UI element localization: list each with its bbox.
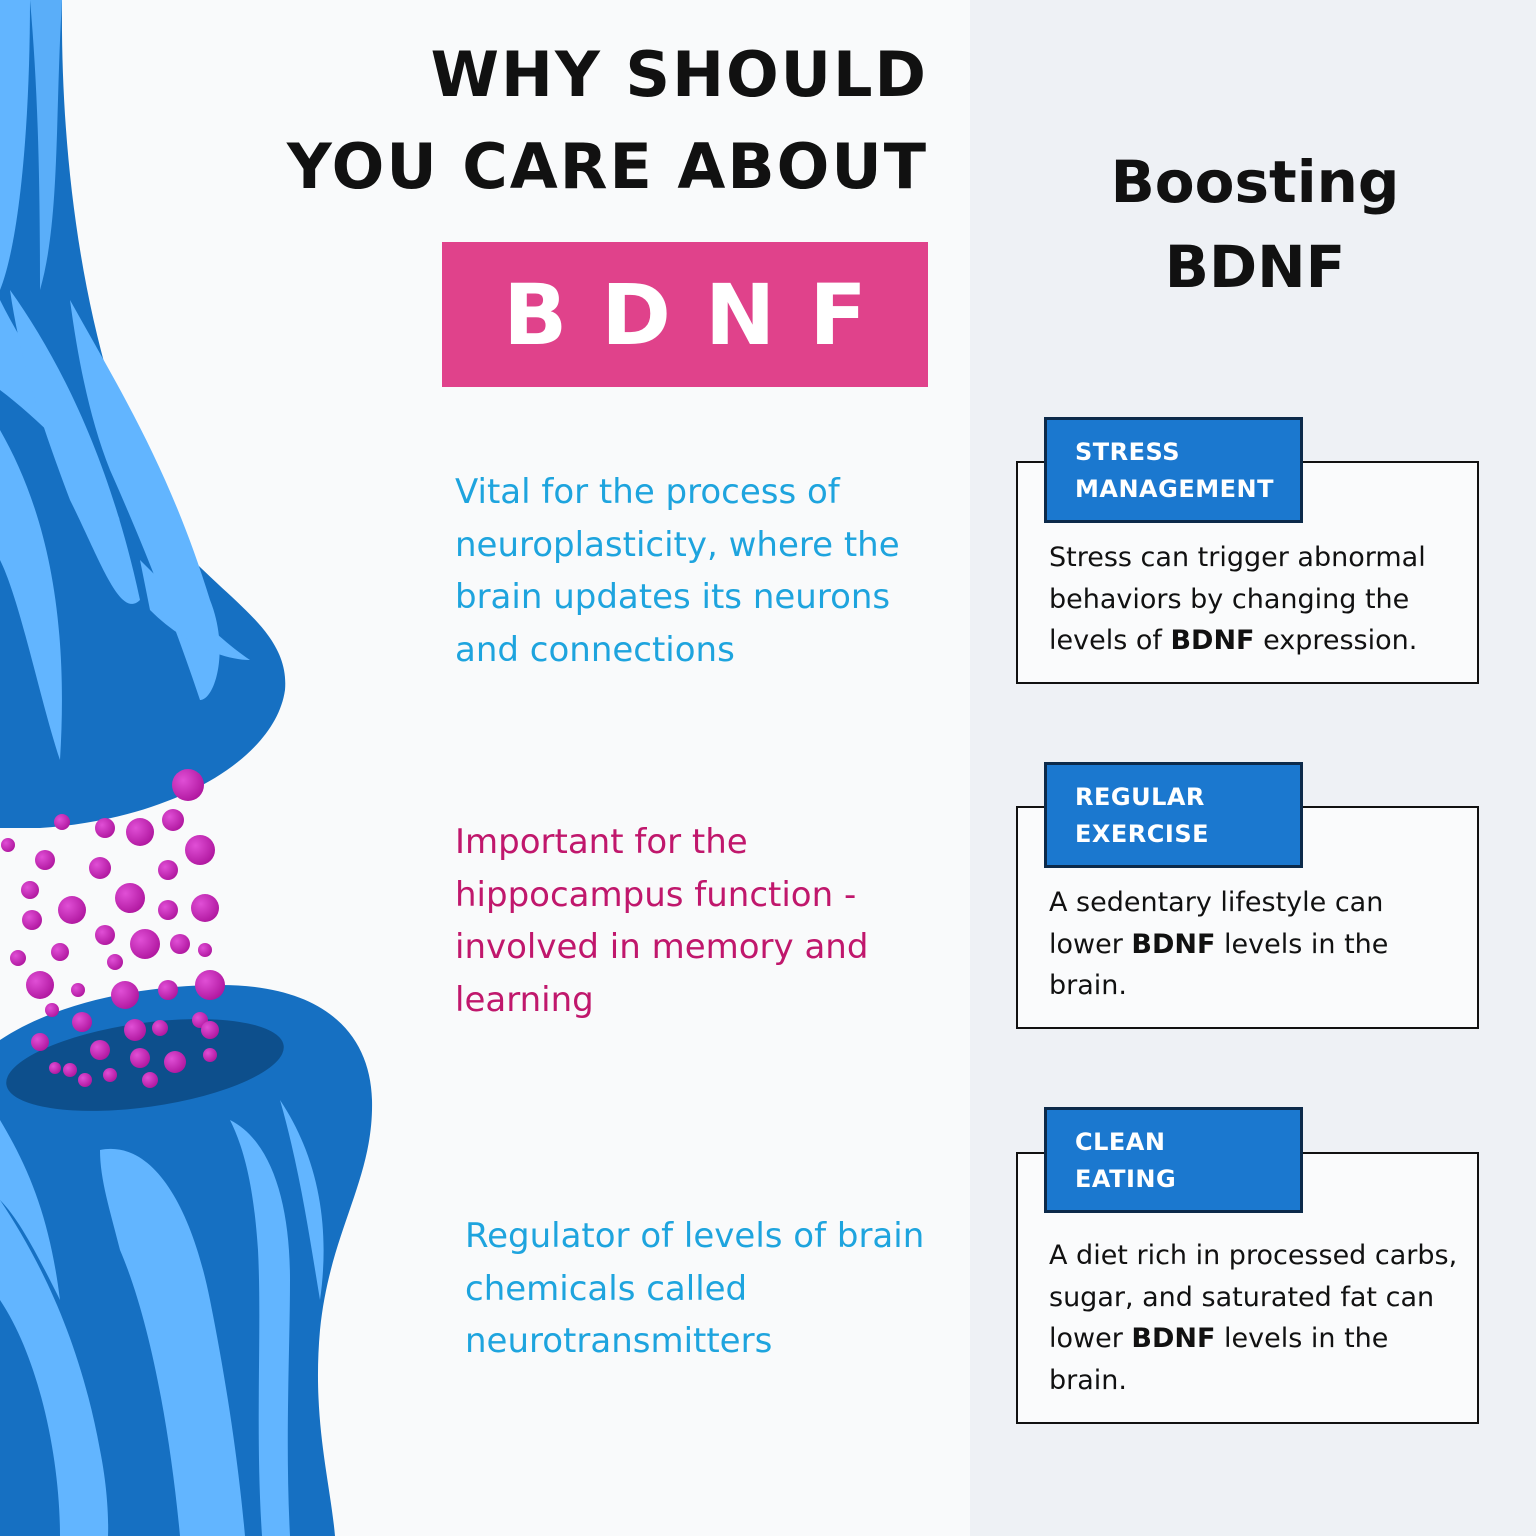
- neurotransmitter-dot: [103, 1068, 117, 1082]
- card-text-part: A diet rich in processed carbs, sugar, a…: [1049, 1240, 1458, 1354]
- fact-hippocampus: Important for the hippocampus function -…: [455, 822, 869, 1020]
- card-label-line: CLEAN: [1075, 1128, 1166, 1156]
- neurotransmitter-dot: [78, 1073, 92, 1087]
- neurotransmitter-dot: [49, 1062, 61, 1074]
- fact-neuroplasticity: Vital for the process of neuroplasticity…: [455, 472, 900, 670]
- neurotransmitter-dot: [124, 1019, 146, 1041]
- neurotransmitter-dot: [45, 1003, 59, 1017]
- card-label-line: STRESS: [1075, 438, 1181, 466]
- lower-neuron-icon: [0, 985, 373, 1536]
- neurotransmitter-dot: [35, 850, 55, 870]
- neurotransmitter-dot: [126, 818, 154, 846]
- neurotransmitter-dot: [152, 1020, 168, 1036]
- card-text-bold: BDNF: [1131, 928, 1216, 960]
- neurotransmitter-dot: [142, 1072, 158, 1088]
- card-label-line: EATING: [1075, 1165, 1177, 1193]
- neurotransmitter-dot: [107, 954, 123, 970]
- neurotransmitter-dot: [90, 1040, 110, 1060]
- card-text-stress-management: Stress can trigger abnormal behaviors by…: [1049, 537, 1459, 662]
- card-text-clean-eating: A diet rich in processed carbs, sugar, a…: [1049, 1235, 1459, 1401]
- neurotransmitter-dot: [1, 838, 15, 852]
- neurotransmitter-dot: [191, 894, 219, 922]
- neurotransmitter-dot: [72, 1012, 92, 1032]
- upper-neuron-icon: [0, 0, 286, 828]
- neurotransmitter-dot: [10, 950, 26, 966]
- neurotransmitter-dot: [31, 1033, 49, 1051]
- synapse-illustration: [0, 0, 373, 1536]
- card-text-part: expression.: [1254, 625, 1418, 656]
- card-text-bold: BDNF: [1170, 625, 1255, 656]
- boosting-title-line-2: BDNF: [1164, 233, 1346, 301]
- neurotransmitter-dot: [172, 769, 204, 801]
- card-text-part: Stress can trigger abnormal behaviors by…: [1049, 542, 1426, 656]
- neurotransmitter-dot: [51, 943, 69, 961]
- neurotransmitter-dot: [89, 857, 111, 879]
- card-label-regular-exercise: REGULAR EXERCISE: [1044, 762, 1303, 868]
- neurotransmitter-dot: [21, 881, 39, 899]
- neurotransmitter-dot: [203, 1048, 217, 1062]
- neurotransmitter-dot: [111, 981, 139, 1009]
- neurotransmitter-dot: [130, 1048, 150, 1068]
- neurotransmitter-dot: [158, 900, 178, 920]
- neurotransmitter-dot: [95, 925, 115, 945]
- neurotransmitter-dot: [195, 970, 225, 1000]
- boosting-title: Boosting BDNF: [1080, 140, 1430, 310]
- neurotransmitter-dot: [115, 883, 145, 913]
- title-line-1: WHY SHOULD: [430, 38, 928, 111]
- card-text-part: levels in the brain.: [1049, 928, 1389, 1002]
- neurotransmitter-dot: [185, 835, 215, 865]
- card-text-bold: BDNF: [1131, 1323, 1216, 1354]
- neurotransmitter-dot: [63, 1063, 77, 1077]
- card-text-regular-exercise: A sedentary lifestyle can lower BDNF lev…: [1049, 882, 1459, 1007]
- neurotransmitter-dot: [198, 943, 212, 957]
- neurotransmitter-dot: [164, 1051, 186, 1073]
- title-line-2: YOU CARE ABOUT: [286, 130, 928, 203]
- neurotransmitter-dots: [1, 769, 225, 1088]
- card-label-clean-eating: CLEAN EATING: [1044, 1107, 1303, 1213]
- card-label-line: EXERCISE: [1075, 820, 1209, 848]
- neurotransmitter-dot: [95, 818, 115, 838]
- neurotransmitter-dot: [162, 809, 184, 831]
- card-label-stress-management: STRESS MANAGEMENT: [1044, 417, 1303, 523]
- neurotransmitter-dot: [158, 980, 178, 1000]
- card-label-line: MANAGEMENT: [1075, 475, 1274, 503]
- bdnf-badge: BDNF: [442, 242, 928, 387]
- neurotransmitter-dot: [22, 910, 42, 930]
- neurotransmitter-dot: [71, 983, 85, 997]
- neurotransmitter-dot: [130, 929, 160, 959]
- boosting-title-line-1: Boosting: [1110, 148, 1400, 216]
- neurotransmitter-dot: [201, 1021, 219, 1039]
- neurotransmitter-dot: [54, 814, 70, 830]
- card-label-line: REGULAR: [1075, 783, 1205, 811]
- neurotransmitter-dot: [58, 896, 86, 924]
- card-text-part: levels in the brain.: [1049, 1323, 1389, 1396]
- neurotransmitter-dot: [26, 971, 54, 999]
- neurotransmitter-dot: [158, 860, 178, 880]
- card-text-part: A sedentary lifestyle can lower: [1049, 887, 1384, 960]
- fact-neurotransmitters: Regulator of levels of brain chemicals c…: [465, 1216, 925, 1361]
- neurotransmitter-dot: [170, 934, 190, 954]
